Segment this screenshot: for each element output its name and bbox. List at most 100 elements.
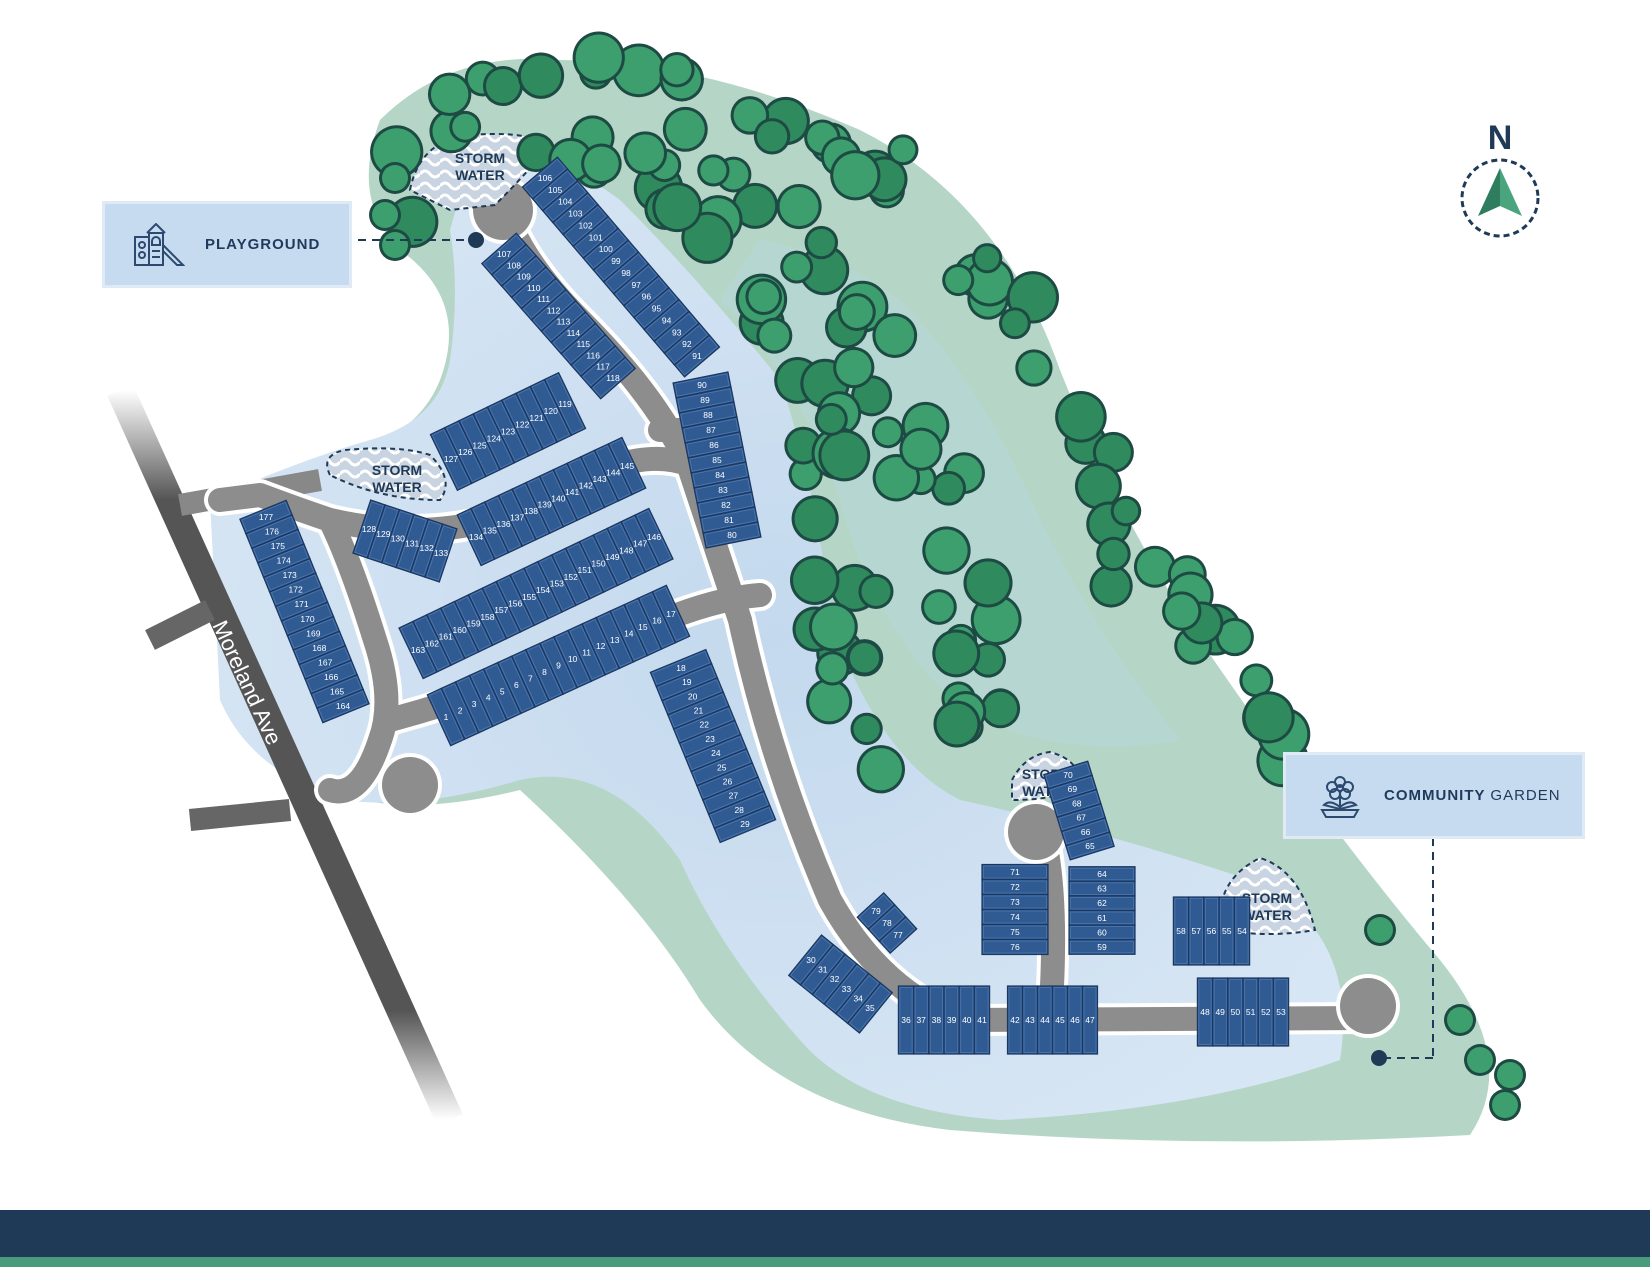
lot-outline [657, 665, 717, 700]
lot[interactable] [981, 863, 1049, 881]
lot[interactable] [595, 610, 635, 670]
lot[interactable] [521, 156, 569, 200]
lot-number: 29 [740, 819, 750, 829]
lot[interactable] [707, 790, 771, 830]
lot[interactable] [578, 534, 619, 593]
lot[interactable] [1068, 939, 1136, 955]
lot-number: 60 [1097, 927, 1107, 937]
lot[interactable] [1068, 880, 1136, 897]
garden-marker[interactable] [1371, 1050, 1387, 1066]
lot[interactable] [1051, 985, 1069, 1055]
lot-number: 107 [497, 249, 511, 259]
lot-outline [1083, 987, 1097, 1053]
lot-outline [442, 683, 478, 738]
lot-outline [983, 925, 1047, 939]
lot[interactable] [1068, 909, 1136, 926]
lot[interactable] [713, 804, 777, 844]
lot[interactable] [702, 521, 762, 549]
lot[interactable] [1065, 831, 1115, 861]
lot[interactable] [673, 334, 721, 378]
lot[interactable] [439, 600, 480, 660]
lot[interactable] [981, 908, 1049, 926]
lot-outline [1053, 987, 1067, 1053]
lot[interactable] [701, 776, 765, 815]
lot[interactable] [607, 436, 647, 496]
lot-number: 54 [1237, 926, 1247, 936]
lot[interactable] [1203, 896, 1220, 966]
lot[interactable] [1066, 985, 1084, 1055]
lot[interactable] [622, 274, 670, 319]
lot[interactable] [292, 630, 347, 666]
lot[interactable] [398, 620, 438, 680]
playground-legend[interactable]: PLAYGROUND [102, 201, 352, 288]
lot-outline [534, 170, 577, 210]
lot[interactable] [1068, 924, 1136, 941]
playground-marker[interactable] [468, 232, 484, 248]
lot-number: 4 [486, 693, 491, 703]
lot-outline [899, 987, 913, 1053]
lot[interactable] [280, 601, 335, 637]
lot-number: 71 [1010, 867, 1020, 877]
lot[interactable] [981, 878, 1049, 896]
lot-outline [1008, 987, 1022, 1053]
lot[interactable] [1257, 977, 1275, 1047]
lot-outline [455, 596, 492, 651]
lot[interactable] [653, 310, 701, 354]
lot[interactable] [564, 540, 605, 600]
lot-outline [675, 336, 719, 376]
lot-group-lots-146-163 [398, 507, 674, 680]
lot-number: 74 [1010, 912, 1020, 922]
lot[interactable] [1056, 802, 1107, 833]
lot[interactable] [661, 677, 725, 716]
lot[interactable] [1068, 866, 1136, 882]
lot-group-lots-64-59 [1068, 866, 1136, 955]
lot[interactable] [973, 985, 991, 1055]
tree-icon [659, 52, 695, 88]
lot[interactable] [589, 356, 637, 400]
lot[interactable] [1172, 896, 1190, 966]
lot-number: 168 [312, 643, 326, 653]
lot-outline [426, 525, 456, 581]
lot-outline [470, 670, 506, 725]
lot[interactable] [655, 662, 719, 702]
lot-outline [1070, 867, 1134, 881]
lot-outline [608, 523, 644, 578]
lot-number: 23 [705, 734, 715, 744]
lot-outline [929, 987, 943, 1053]
lot[interactable] [1233, 896, 1251, 966]
lot[interactable] [846, 982, 894, 1034]
lot[interactable] [878, 915, 918, 955]
lot-number: 122 [515, 420, 529, 430]
lot-outline [460, 415, 499, 476]
lot[interactable] [480, 232, 528, 276]
lot-number: 63 [1097, 884, 1107, 894]
lot-number: 22 [700, 720, 710, 730]
lot-number: 164 [336, 701, 350, 711]
lot-number: 99 [611, 256, 621, 266]
lot[interactable] [1272, 977, 1290, 1047]
community-garden-legend[interactable]: COMMUNITY GARDEN [1283, 752, 1585, 839]
tree-icon [872, 313, 918, 358]
lot-outline [456, 676, 492, 732]
lot-outline [312, 676, 362, 707]
lot-outline [790, 936, 832, 984]
lot[interactable] [490, 243, 537, 287]
lot-number: 15 [638, 622, 648, 632]
tree-icon [998, 307, 1031, 340]
lot[interactable] [981, 938, 1049, 956]
tree-icon [1494, 1059, 1526, 1091]
lot[interactable] [835, 972, 882, 1025]
lot-outline [689, 448, 745, 472]
lot[interactable] [429, 426, 473, 492]
lot[interactable] [696, 762, 759, 801]
tree-icon [804, 225, 839, 260]
lot-shape [589, 356, 637, 400]
lot[interactable] [1081, 985, 1099, 1055]
lot[interactable] [424, 523, 458, 583]
tree-icon [662, 106, 708, 152]
lot-number: 150 [591, 559, 605, 569]
lot[interactable] [651, 584, 691, 644]
lot[interactable] [239, 499, 293, 535]
lot[interactable] [1227, 977, 1244, 1047]
lot-number: 13 [610, 635, 620, 645]
